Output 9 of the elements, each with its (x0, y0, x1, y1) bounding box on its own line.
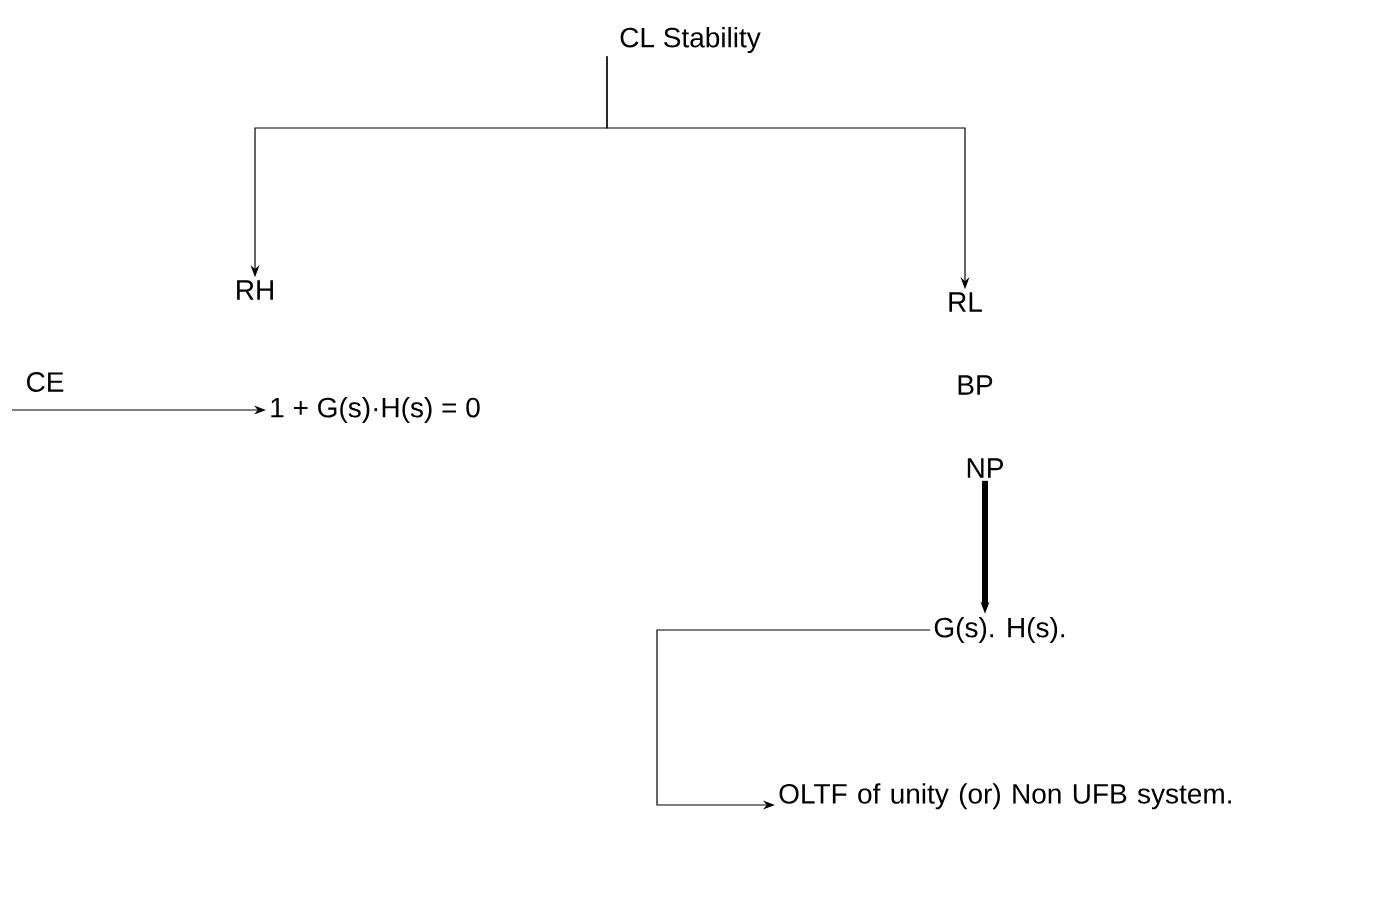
label-text: 1 + G(s)·H(s) = 0 (271, 396, 480, 424)
label-text: RL (949, 292, 982, 312)
note-text: OLTF of unity (or) Non UFB system. (779, 783, 1231, 810)
label-text: NP (967, 458, 1003, 478)
edge-label: CE (27, 372, 64, 392)
label-text: RH (237, 280, 273, 300)
label-text: BP (958, 375, 993, 395)
heading-text: CL Stability (620, 26, 761, 54)
label-text: G(s). H(s). (934, 616, 1065, 644)
